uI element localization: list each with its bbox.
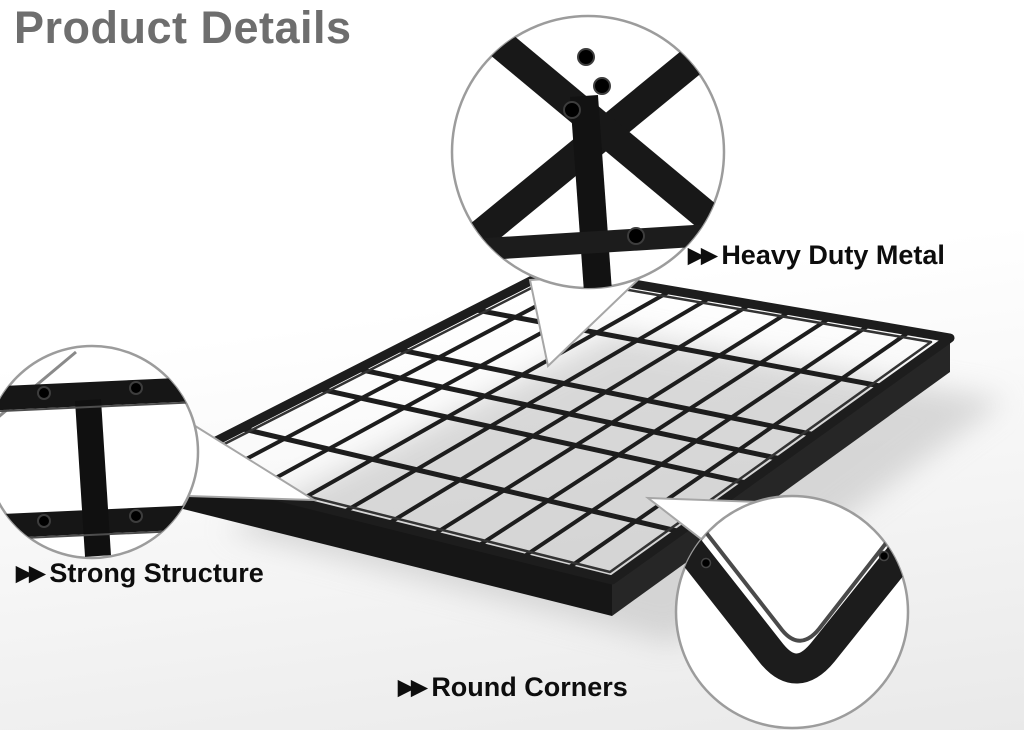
feature-label-strong-structure: ▶▶ Strong Structure <box>16 558 264 589</box>
corner-detail <box>676 510 908 684</box>
frame-border <box>158 265 955 585</box>
feature-text: Heavy Duty Metal <box>721 240 945 270</box>
callout-structure <box>0 344 318 560</box>
feature-label-heavy-duty-metal: ▶▶ Heavy Duty Metal <box>688 240 945 271</box>
page-title: Product Details <box>14 2 352 53</box>
double-arrow-icon: ▶▶ <box>16 561 45 585</box>
structure-detail <box>0 349 198 557</box>
double-arrow-icon: ▶▶ <box>398 675 427 699</box>
double-arrow-icon: ▶▶ <box>688 243 717 267</box>
frame-inner-border <box>181 275 933 574</box>
feature-label-round-corners: ▶▶ Round Corners <box>398 672 628 703</box>
feature-text: Strong Structure <box>49 558 264 588</box>
feature-text: Round Corners <box>431 672 628 702</box>
zoom-circle-corner <box>674 494 910 730</box>
frame-side-left <box>163 468 612 616</box>
frame-grid <box>206 275 912 571</box>
callout-corner <box>644 494 910 730</box>
bed-frame-illustration <box>158 265 955 616</box>
